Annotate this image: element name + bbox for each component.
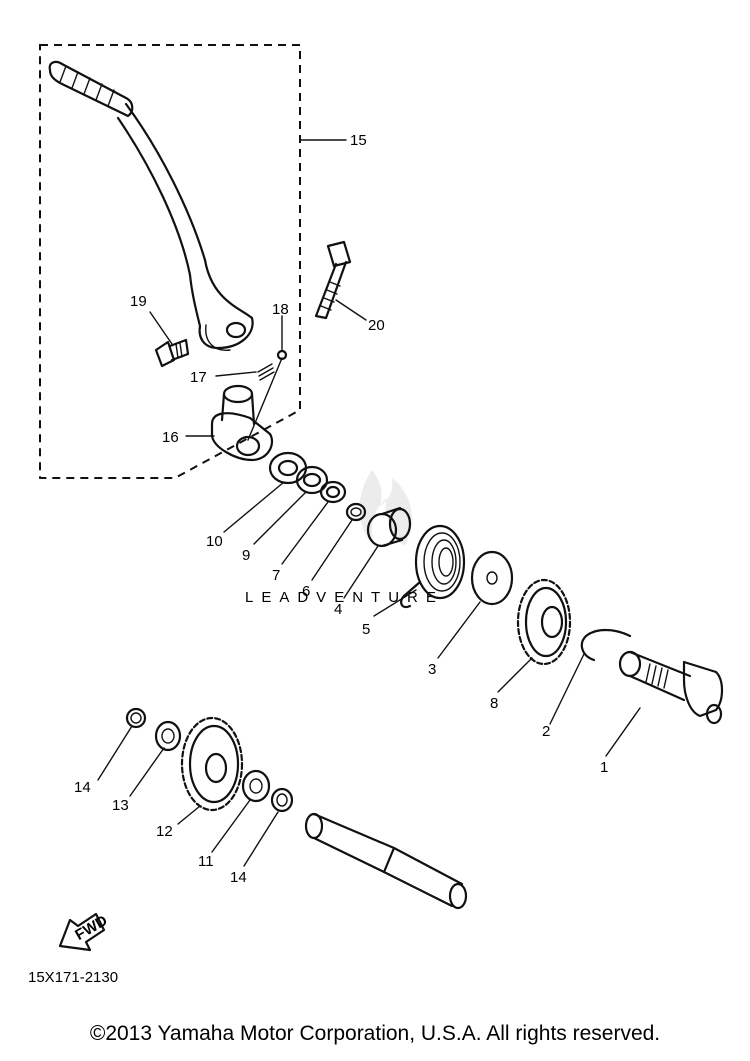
shaft [304,812,468,910]
callout-8: 8 [490,695,498,712]
kick-crank-lever [48,60,254,351]
callout-labels: 15 20 19 18 17 16 10 9 7 6 4 5 3 8 2 1 1… [74,132,608,886]
callout-19: 19 [130,293,147,310]
washer-9 [295,465,329,495]
washer-13 [154,720,182,752]
circlip-14-left [125,707,147,729]
watermark-text: LEADVENTURE [245,589,444,606]
circlip-14-right [270,787,294,813]
parts-diagram: LEADVENTURE [28,44,724,986]
collar-4 [366,506,412,548]
copyright-notice: ©2013 Yamaha Motor Corporation, U.S.A. A… [89,1022,661,1045]
callout-20: 20 [368,317,385,334]
kick-axle-1 [618,650,724,725]
callout-15: 15 [350,132,367,149]
callout-18: 18 [272,301,289,318]
kick-assembly-box [39,44,301,479]
callout-17: 17 [190,369,207,386]
idle-gear-12 [180,716,244,812]
diagram-code: 15X171-2130 [28,969,118,986]
washer-10 [268,451,308,485]
kick-gear-8 [516,578,572,666]
washer-7 [319,480,347,504]
torsion-spring-5 [400,524,466,609]
washer-3 [470,550,514,606]
callout-1: 1 [600,759,608,776]
callout-6: 6 [302,583,310,600]
callout-9: 9 [242,547,250,564]
callout-10: 10 [206,533,223,550]
callout-16: 16 [162,429,179,446]
callout-4: 4 [334,601,342,618]
watermark: LEADVENTURE [245,470,444,606]
kick-boss [210,384,274,462]
callout-14-left: 14 [74,779,91,796]
callout-12: 12 [156,823,173,840]
callout-7: 7 [272,567,280,584]
clip-2 [580,628,632,662]
bolt-20 [314,240,352,320]
callout-14-right: 14 [230,869,247,886]
leader-lines [97,139,641,867]
spring-17 [257,363,275,381]
callout-3: 3 [428,661,436,678]
callout-2: 2 [542,723,550,740]
circlip-6 [345,502,367,522]
fwd-arrow-icon: FWD [58,912,111,952]
bolt-19 [154,338,190,368]
callout-11: 11 [198,853,214,870]
callout-5: 5 [362,621,370,638]
callout-13: 13 [112,797,129,814]
washer-11 [241,769,271,803]
